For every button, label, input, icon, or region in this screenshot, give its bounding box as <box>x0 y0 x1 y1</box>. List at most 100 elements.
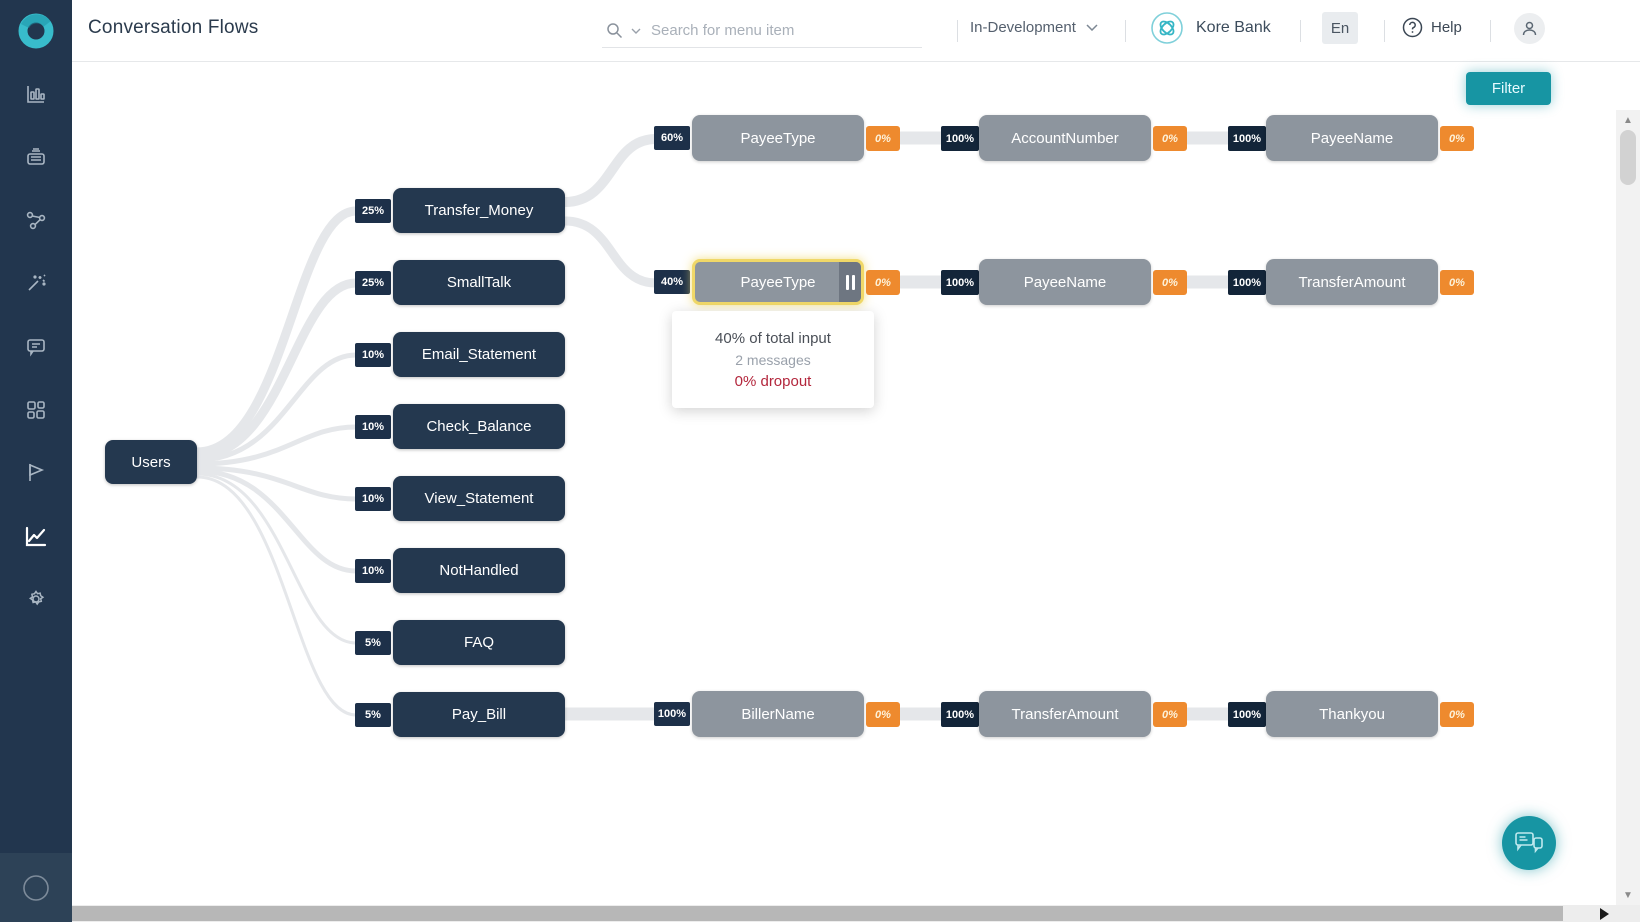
intent-percent-badge: 5% <box>355 631 391 655</box>
filter-button[interactable]: Filter <box>1466 72 1551 105</box>
link-percent-badge: 100% <box>941 126 979 151</box>
link-percent-badge: 100% <box>941 702 979 727</box>
intent-node[interactable]: FAQ <box>393 620 565 665</box>
pause-icon[interactable] <box>839 262 861 302</box>
dropout-badge: 0% <box>1153 270 1187 295</box>
search-icon <box>607 23 623 39</box>
dropout-badge: 0% <box>866 702 900 727</box>
header-divider <box>1490 20 1491 42</box>
sidebar-item-apps[interactable] <box>0 390 72 430</box>
top-header: Conversation Flows In-Development <box>72 0 1640 62</box>
kore-logo[interactable] <box>0 0 72 62</box>
intent-node[interactable]: SmallTalk <box>393 260 565 305</box>
entry-percent-badge: 60% <box>654 126 690 150</box>
link-percent-badge: 100% <box>1228 702 1266 727</box>
header-divider <box>1300 20 1301 42</box>
language-badge[interactable]: En <box>1322 12 1358 44</box>
flow-node-users[interactable]: Users <box>105 440 197 484</box>
help-button[interactable]: Help <box>1402 17 1462 38</box>
help-label: Help <box>1431 19 1462 36</box>
chevron-down-icon <box>1086 24 1098 31</box>
intent-node[interactable]: Transfer_Money <box>393 188 565 233</box>
intent-node[interactable]: Email_Statement <box>393 332 565 377</box>
entity-node[interactable]: AccountNumber <box>979 115 1151 161</box>
header-divider <box>1125 20 1126 42</box>
intent-percent-badge: 10% <box>355 343 391 367</box>
share-flow-icon <box>26 211 46 230</box>
bot-brand[interactable]: Kore Bank <box>1150 11 1271 45</box>
environment-selector[interactable]: In-Development <box>970 19 1098 36</box>
entry-percent-badge: 100% <box>654 702 690 726</box>
entity-node[interactable]: TransferAmount <box>1266 259 1438 305</box>
trend-chart-icon <box>25 526 47 547</box>
intent-node[interactable]: View_Statement <box>393 476 565 521</box>
vertical-scrollbar[interactable]: ▲ ▼ <box>1616 110 1640 905</box>
intent-node[interactable]: Check_Balance <box>393 404 565 449</box>
chat-message-icon <box>27 339 45 357</box>
header-divider <box>1384 20 1385 42</box>
sidebar-item-analytics[interactable] <box>0 74 72 114</box>
node-tooltip: 40% of total input 2 messages 0% dropout <box>672 311 874 408</box>
entity-node[interactable]: PayeeName <box>979 259 1151 305</box>
flag-icon <box>29 463 45 481</box>
sidebar-item-console[interactable] <box>0 137 72 177</box>
entity-node[interactable]: PayeeName <box>1266 115 1438 161</box>
intent-percent-badge: 25% <box>355 271 391 295</box>
search-box[interactable] <box>602 14 922 48</box>
gear-icon <box>28 590 45 606</box>
scroll-up-arrow[interactable]: ▲ <box>1623 114 1633 126</box>
link-percent-badge: 100% <box>1228 270 1266 295</box>
sidebar-item-conversations[interactable] <box>0 326 72 366</box>
intent-percent-badge: 10% <box>355 559 391 583</box>
entry-percent-badge: 40% <box>654 270 690 294</box>
status-circle-icon[interactable] <box>22 874 50 902</box>
entity-node-selected[interactable]: PayeeType <box>692 259 864 305</box>
chat-widget-button[interactable] <box>1502 816 1556 870</box>
horizontal-scroll-thumb[interactable] <box>72 906 1563 921</box>
magic-wand-icon <box>28 274 46 291</box>
entity-node[interactable]: Thankyou <box>1266 691 1438 737</box>
dropout-badge: 0% <box>1440 126 1474 151</box>
sidebar <box>0 0 72 922</box>
search-input[interactable] <box>649 21 879 40</box>
question-circle-icon <box>1402 17 1423 38</box>
dropout-badge: 0% <box>866 126 900 151</box>
page-title: Conversation Flows <box>88 17 259 38</box>
intent-node[interactable]: NotHandled <box>393 548 565 593</box>
sidebar-item-training[interactable] <box>0 263 72 303</box>
entity-node-label: PayeeType <box>740 273 816 291</box>
header-divider <box>957 20 958 42</box>
scroll-down-arrow[interactable]: ▼ <box>1623 889 1633 901</box>
intent-percent-badge: 25% <box>355 199 391 223</box>
entity-node[interactable]: BillerName <box>692 691 864 737</box>
sidebar-item-analyze-active[interactable] <box>0 516 72 556</box>
dropout-badge: 0% <box>1440 702 1474 727</box>
entity-node[interactable]: PayeeType <box>692 115 864 161</box>
link-percent-badge: 100% <box>1228 126 1266 151</box>
scroll-right-arrow[interactable] <box>1600 908 1609 920</box>
sidebar-item-settings[interactable] <box>0 579 72 619</box>
sidebar-item-flows[interactable] <box>0 200 72 240</box>
sidebar-item-publish[interactable] <box>0 452 72 492</box>
chat-bubbles-icon <box>1515 832 1543 854</box>
dropout-badge: 0% <box>866 270 900 295</box>
console-icon <box>27 148 45 165</box>
horizontal-scrollbar[interactable] <box>72 905 1640 922</box>
tooltip-messages: 2 messages <box>735 351 811 368</box>
link-percent-badge: 100% <box>941 270 979 295</box>
intent-percent-badge: 10% <box>355 487 391 511</box>
intent-percent-badge: 10% <box>355 415 391 439</box>
dropout-badge: 0% <box>1153 126 1187 151</box>
user-avatar[interactable] <box>1514 13 1545 44</box>
sidebar-footer <box>0 853 72 922</box>
entity-node[interactable]: TransferAmount <box>979 691 1151 737</box>
vertical-scroll-thumb[interactable] <box>1620 130 1636 185</box>
intent-node[interactable]: Pay_Bill <box>393 692 565 737</box>
environment-label: In-Development <box>970 19 1076 36</box>
dropout-badge: 0% <box>1440 270 1474 295</box>
intent-percent-badge: 5% <box>355 703 391 727</box>
search-scope-caret-icon[interactable] <box>631 28 641 34</box>
dropout-badge: 0% <box>1153 702 1187 727</box>
